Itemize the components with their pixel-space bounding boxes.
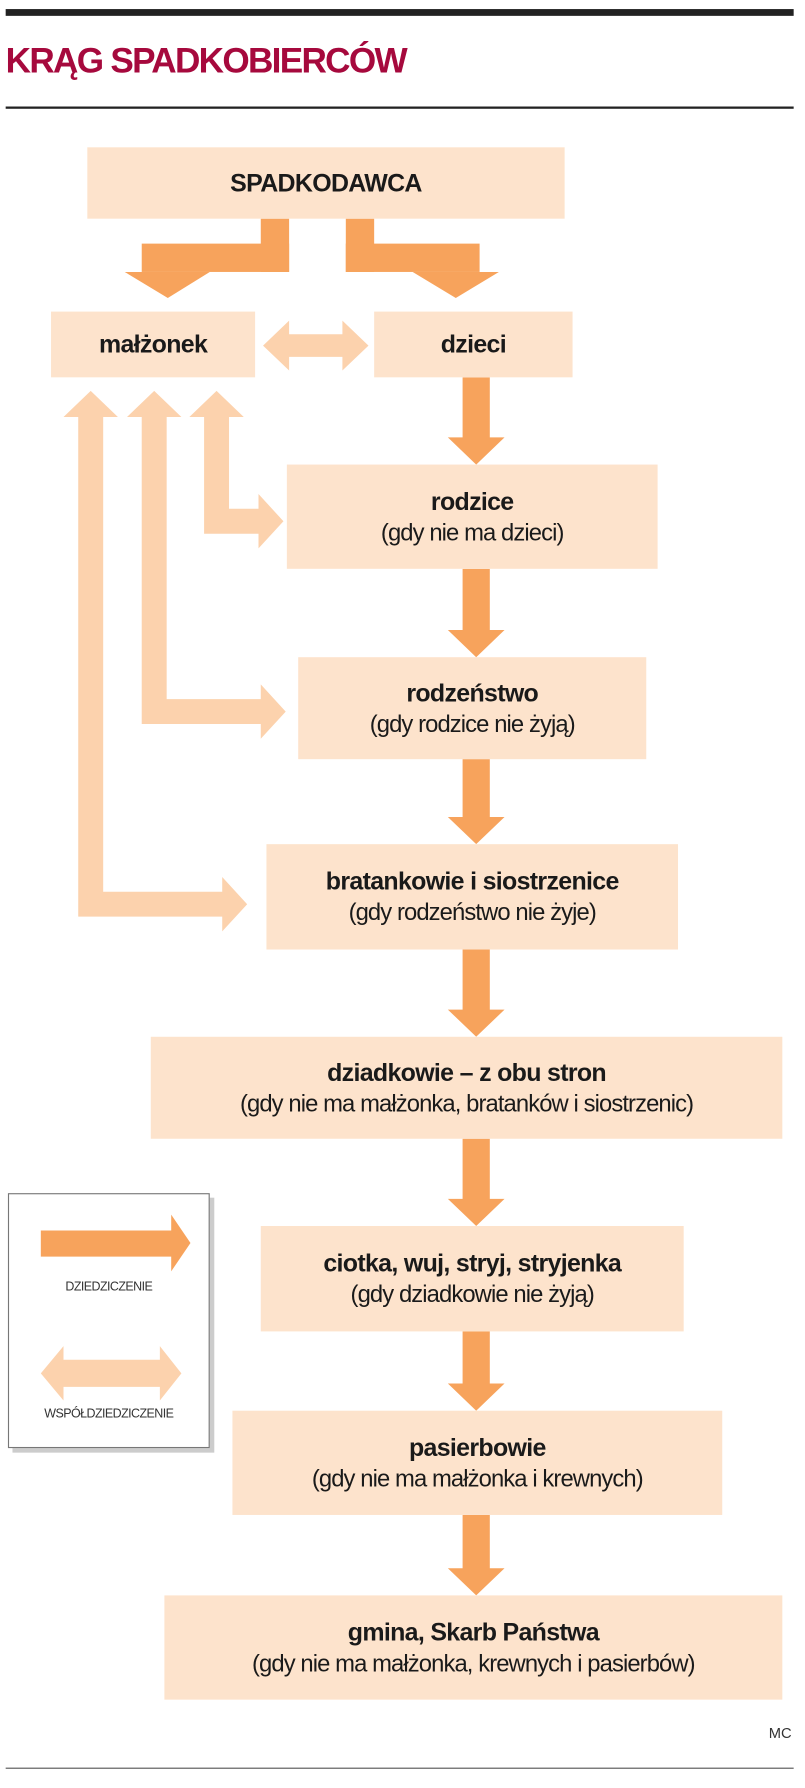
coinherit-arrow-icon [40,1346,182,1401]
coinherit-arrow [126,390,286,739]
inherit-arrow-down [447,1331,505,1411]
node-label: gmina, Skarb Państwa [347,1617,600,1646]
node-label: SPADKODAWCA [230,168,422,197]
inherit-arrows [124,218,499,299]
coinherit-arrow [189,390,284,549]
top-rule [5,9,794,16]
legend-coinherit-label: WSPÓŁDZIEDZICZENIE [44,1407,174,1421]
page-title: KRĄG SPADKOBIERCÓW [5,40,408,81]
node-label: pasierbowie [408,1432,546,1462]
node-ciotka: ciotka, wuj, stryj, stryjenka (gdy dziad… [260,1226,684,1332]
legend: DZIEDZICZENIE WSPÓŁDZIEDZICZENIE [7,1193,210,1449]
inherit-arrow-down [447,949,505,1037]
legend-arrows [40,1214,191,1401]
node-dziadkowie: dziadkowie – z obu stron (gdy nie ma mał… [150,1036,783,1139]
inherit-arrow-down [447,377,505,465]
node-rodzenstwo: rodzeństwo (gdy rodzice nie żyją) [298,657,647,760]
node-label: rodzice [430,486,514,515]
title-rule [5,106,794,109]
bottom-rule [5,1767,794,1769]
node-bratankowie: bratankowie i siostrzenice (gdy rodzeńst… [266,844,679,950]
legend-inherit-label: DZIEDZICZENIE [65,1280,153,1295]
node-note: (gdy nie ma małżonka, krewnych i pasierb… [252,1650,696,1677]
arrow-spadkodawca-to-malzonek [124,218,290,299]
arrow-malzonek-dzieci [263,320,369,371]
node-label: małżonek [98,329,208,359]
node-rodzice: rodzice (gdy nie ma dzieci) [286,464,658,569]
inherit-arrow-icon [40,1214,191,1272]
inherit-arrow-down [447,568,505,658]
node-spadkodawca: SPADKODAWCA [87,147,565,219]
node-malzonek: małżonek [51,311,256,378]
node-label: dziadkowie – z obu stron [327,1057,607,1087]
node-dzieci: dzieci [374,311,573,378]
node-note: (gdy nie ma małżonka i krewnych) [311,1465,644,1492]
node-label: bratankowie i siostrzenice [325,866,620,896]
node-label: ciotka, wuj, stryj, stryjenka [323,1248,622,1278]
inherit-arrow-down [447,759,505,845]
inherit-arrow-down [447,1514,505,1596]
inherit-arrow-down [447,1138,505,1227]
credit: MC [768,1724,792,1742]
node-label: dzieci [440,329,507,359]
node-note: (gdy rodzice nie żyją) [369,711,576,738]
coinherit-arrows [263,320,369,371]
node-note: (gdy nie ma dzieci) [380,519,565,546]
node-note: (gdy nie ma małżonka, bratanków i siostr… [239,1090,694,1117]
node-gmina: gmina, Skarb Państwa (gdy nie ma małżonk… [164,1595,783,1700]
node-pasierbowie: pasierbowie (gdy nie ma małżonka i krewn… [232,1410,723,1515]
coinherit-arrow [63,390,248,932]
node-note: (gdy dziadkowie nie żyją) [350,1281,595,1308]
node-note: (gdy rodzeństwo nie żyje) [348,899,597,926]
arrow-spadkodawca-to-dzieci [345,218,499,299]
node-label: rodzeństwo [406,678,539,707]
